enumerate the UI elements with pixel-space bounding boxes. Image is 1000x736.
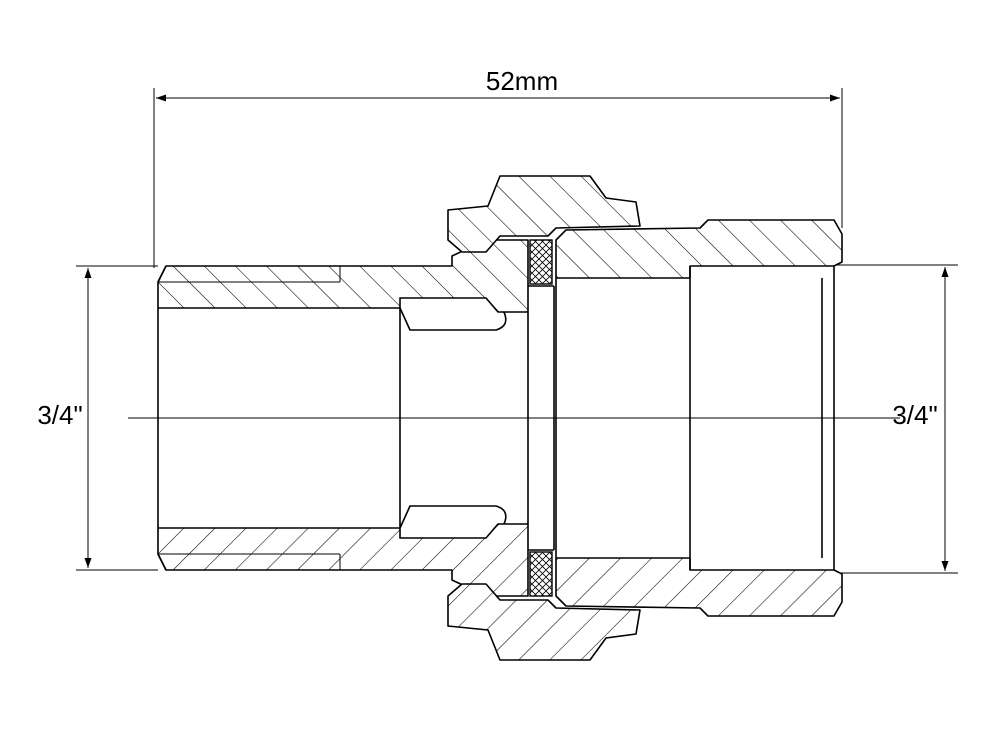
union-nut-bottom	[447, 583, 641, 661]
overall-length-label: 52mm	[486, 66, 558, 96]
union-nut-top	[447, 175, 641, 253]
fitting-bottom-half	[157, 505, 843, 661]
gasket-bottom	[529, 551, 553, 597]
left-thread-dimension: 3/4"	[37, 265, 158, 571]
inner-groove-top	[399, 307, 507, 331]
inner-groove-bottom	[399, 505, 507, 529]
female-body-bottom	[555, 557, 843, 617]
gasket-top	[529, 239, 553, 285]
overall-length-dimension: 52mm	[153, 66, 843, 268]
fitting-body	[157, 175, 843, 661]
right-thread-label: 3/4"	[892, 400, 937, 430]
fitting-top-half	[157, 175, 843, 331]
left-thread-label: 3/4"	[37, 400, 82, 430]
right-thread-dimension: 3/4"	[836, 264, 958, 574]
female-body-top	[555, 219, 843, 279]
bore-lines	[157, 266, 835, 570]
